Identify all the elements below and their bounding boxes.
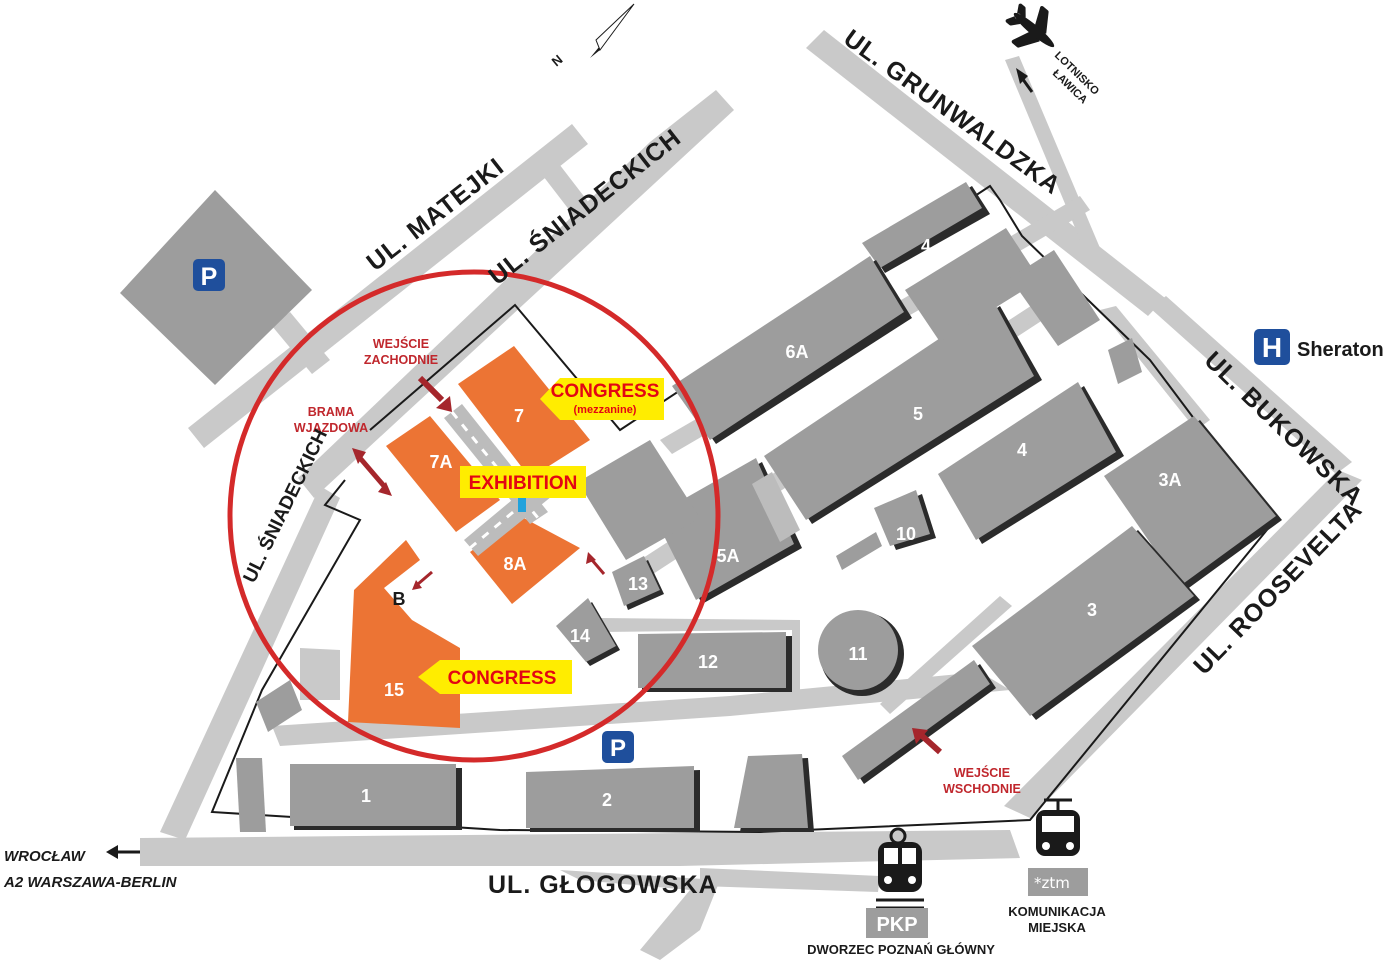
label-11: 11	[848, 644, 867, 664]
airplane-icon	[1005, 3, 1055, 48]
building-station-annex	[734, 754, 808, 828]
building-west-1	[256, 680, 302, 732]
parking-icon-bottom	[602, 731, 634, 763]
svg-text:MIEJSKA: MIEJSKA	[1028, 920, 1086, 935]
building-12	[638, 632, 786, 688]
parking-lot-top-left: P	[120, 190, 312, 385]
east-entrance-label-1: WEJŚCIE	[954, 765, 1010, 780]
pavilions	[236, 182, 1282, 832]
street-sniadeckich-top: UL. ŚNIADECKICH	[482, 122, 686, 291]
building-13	[612, 556, 660, 606]
callout-exhibition: EXHIBITION	[460, 466, 586, 498]
label-7: 7	[514, 406, 524, 426]
parking-icon	[193, 259, 225, 291]
congress-highlight-circle	[227, 269, 721, 763]
label-6: 4	[921, 236, 931, 256]
building-6	[862, 182, 982, 268]
compass: N	[549, 3, 635, 70]
gate-label-1: BRAMA	[308, 405, 355, 419]
label-5: 5	[913, 404, 923, 424]
svg-text:(mezzanine): (mezzanine)	[574, 404, 637, 416]
label-13: 13	[628, 574, 648, 594]
label-15: 15	[384, 680, 404, 700]
station-name: DWORZEC POZNAŃ GŁÓWNY	[807, 942, 995, 957]
svg-text:P: P	[610, 735, 626, 762]
callout-congress-top: CONGRESS (mezzanine)	[540, 378, 664, 420]
svg-text:A2 WARSZAWA-BERLIN: A2 WARSZAWA-BERLIN	[3, 874, 178, 891]
label-2: 2	[602, 790, 612, 810]
svg-text:CONGRESS: CONGRESS	[551, 381, 660, 402]
pkp-station: PKP DWORZEC POZNAŃ GŁÓWNY	[807, 827, 995, 957]
parking-label: P	[201, 263, 218, 291]
east-entrance-label-2: WSCHODNIE	[943, 782, 1021, 796]
ztm-city-transport: *ztm KOMUNIKACJA MIEJSKA	[1008, 798, 1106, 935]
building-5	[764, 302, 1034, 520]
label-3a: 3A	[1158, 470, 1181, 490]
entrance-arrows	[352, 375, 943, 755]
building-west-2	[236, 758, 266, 832]
svg-text:KOMUNIKACJA: KOMUNIKACJA	[1008, 904, 1106, 919]
hotel-icon	[1254, 329, 1290, 365]
tram-icon	[1036, 798, 1080, 856]
svg-text:WROCŁAW: WROCŁAW	[4, 848, 87, 865]
building-6a	[672, 256, 904, 440]
label-b: B	[393, 589, 406, 609]
building-connector	[578, 440, 700, 560]
building-east-annex	[1010, 250, 1100, 346]
ztm-logo: *ztm	[1034, 874, 1070, 892]
label-7a: 7A	[429, 452, 452, 472]
direction-wroclaw: WROCŁAW A2 WARSZAWA-BERLIN	[3, 845, 178, 891]
building-11	[818, 610, 898, 690]
gate-label-2: WJAZDOWA	[294, 421, 368, 435]
callout-congress-bottom: CONGRESS	[418, 660, 572, 694]
label-1: 1	[361, 786, 371, 806]
west-entrance-label-2: ZACHODNIE	[364, 353, 438, 367]
building-1	[290, 764, 456, 826]
label-14: 14	[570, 626, 590, 646]
building-3a	[1104, 416, 1276, 586]
building-7	[458, 346, 590, 478]
label-5a: 5A	[716, 546, 739, 566]
label-8a: 8A	[503, 554, 526, 574]
svg-text:EXHIBITION: EXHIBITION	[469, 473, 578, 494]
building-14	[556, 598, 616, 662]
building-labels: 4 6A 5 4 3A 3 5A 10 11 12 13 14 7 7A 8A …	[361, 236, 1182, 810]
building-7a	[386, 416, 500, 532]
label-3: 3	[1087, 600, 1097, 620]
label-12: 12	[698, 652, 718, 672]
airport-direction: LOTNISKO ŁAWICA	[1005, 3, 1101, 106]
building-3-tail	[842, 660, 990, 780]
building-small-east	[1108, 338, 1142, 384]
svg-text:H: H	[1262, 332, 1282, 363]
label-10: 10	[896, 524, 916, 544]
label-6a: 6A	[785, 342, 808, 362]
building-4	[938, 382, 1116, 540]
svg-text:N: N	[549, 52, 566, 70]
sheraton-hotel: H Sheraton	[1254, 329, 1384, 365]
west-entrance-label-1: WEJŚCIE	[373, 336, 429, 351]
pkp-label: PKP	[876, 914, 917, 936]
building-3	[972, 526, 1194, 716]
building-2	[526, 766, 694, 828]
label-4: 4	[1017, 440, 1027, 460]
svg-text:CONGRESS: CONGRESS	[448, 668, 557, 689]
street-glogowska: UL. GŁOGOWSKA	[488, 871, 718, 899]
parking-bottom: P	[602, 731, 634, 763]
building-10	[874, 490, 930, 546]
hotel-name: Sheraton	[1297, 339, 1384, 361]
building-5-annex	[905, 228, 1040, 342]
